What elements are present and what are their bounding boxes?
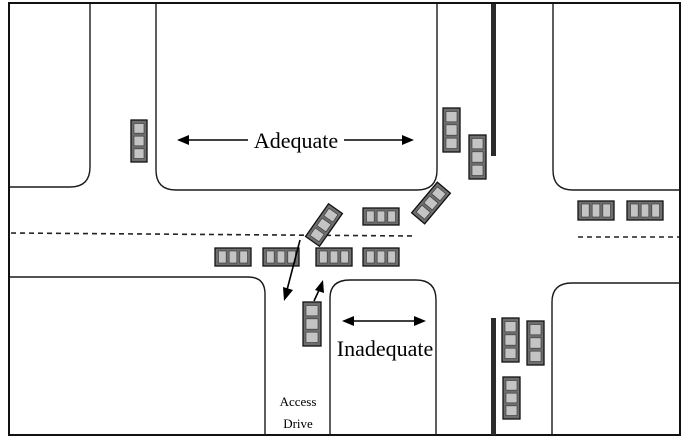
vehicle-window: [366, 210, 375, 223]
adequate-arrow-right-head: [402, 135, 414, 145]
vehicle-window: [504, 347, 517, 359]
vehicle-window: [133, 123, 145, 134]
vehicle-window: [471, 151, 484, 163]
vehicle-eastbound-2: [262, 247, 300, 267]
vehicle-window: [276, 250, 286, 264]
vehicle-window: [640, 203, 650, 218]
vehicle-turning-sw: [304, 202, 344, 248]
vehicle-window: [504, 334, 517, 346]
turn-in-arrow-head: [315, 280, 324, 293]
vehicle-turning-ne: [410, 181, 452, 225]
turn-out-arrow-head: [283, 287, 293, 301]
vehicle-south-lane-2: [526, 320, 545, 366]
adequate-dimension: Adequate: [177, 128, 414, 153]
vehicle-window: [340, 250, 349, 264]
vehicle-eastbound-1: [214, 247, 252, 267]
vehicle-window: [415, 204, 431, 220]
inadequate-label-backdrop: [337, 334, 433, 360]
vehicle-south-lane-1: [501, 317, 520, 363]
vehicle-window: [305, 305, 319, 317]
access-drive-label: Access Drive: [280, 394, 317, 431]
vehicle-window: [581, 203, 590, 218]
curb-north-center: [155, 4, 438, 191]
vehicle-eastbound-4: [362, 247, 400, 267]
vehicle-window: [305, 318, 319, 330]
vehicle-window: [266, 250, 275, 264]
diagram-frame: [8, 2, 681, 436]
curb-southeast: [551, 282, 680, 435]
vehicle-window: [471, 138, 484, 150]
vehicle-window: [329, 250, 339, 264]
vehicle-south-lane-3: [502, 376, 521, 420]
vehicle-westbound-center: [362, 207, 400, 226]
vehicle-window: [376, 210, 386, 223]
vehicle-window: [376, 250, 386, 264]
road-edges: [10, 4, 680, 435]
curb-northwest: [10, 4, 91, 188]
inadequate-label: Inadequate: [337, 336, 434, 361]
inadequate-arrow-right-head: [414, 316, 426, 326]
vehicle-window: [319, 250, 328, 264]
vehicle-window: [445, 111, 458, 123]
vehicle-eastbound-3: [315, 247, 353, 267]
vehicle-window: [387, 250, 396, 264]
vehicle-north-left: [130, 119, 148, 163]
vehicle-window: [529, 350, 542, 362]
vehicle-window: [366, 250, 375, 264]
turn-arrows: [283, 239, 324, 302]
vehicle-window: [529, 337, 542, 349]
curb-south-center: [329, 279, 437, 435]
vehicle-window: [504, 321, 517, 333]
vehicle-window: [431, 186, 447, 202]
vehicle-window: [445, 124, 458, 136]
vehicle-window: [387, 210, 396, 223]
vehicle-window: [445, 137, 458, 149]
vehicle-north-lane-1: [442, 107, 461, 153]
inadequate-arrow-left-head: [342, 316, 354, 326]
vehicle-window: [505, 392, 518, 404]
adequate-label: Adequate: [254, 128, 338, 153]
vehicle-window: [239, 250, 248, 264]
median-south: [491, 318, 496, 435]
adequate-arrow-left-head: [177, 135, 189, 145]
median-north: [491, 4, 496, 156]
access-label-line2: Drive: [283, 416, 313, 431]
vehicle-window: [133, 148, 145, 159]
vehicle-east-road-2: [626, 200, 664, 221]
center-line-west: [10, 232, 416, 237]
vehicle-window: [630, 203, 639, 218]
vehicle-window: [602, 203, 611, 218]
vehicle-window: [471, 164, 484, 176]
vehicle-window: [591, 203, 601, 218]
vehicle-east-road-1: [577, 200, 615, 221]
vehicle-window: [133, 135, 145, 147]
curb-northeast: [552, 4, 680, 191]
vehicle-window: [305, 331, 319, 343]
vehicle-window: [423, 195, 439, 211]
vehicles: [130, 107, 664, 420]
vehicle-north-lane-2: [468, 134, 487, 180]
vehicle-window: [505, 380, 518, 391]
turn-out-arrow-shaft: [286, 239, 301, 291]
inadequate-dimension: Inadequate: [337, 316, 434, 361]
vehicle-window: [309, 227, 325, 243]
vehicle-window: [316, 217, 332, 233]
vehicle-window: [651, 203, 660, 218]
vehicle-access-drive: [302, 301, 322, 347]
vehicle-window: [323, 207, 339, 223]
vehicle-window: [228, 250, 238, 264]
vehicle-window: [505, 405, 518, 416]
curb-southwest: [10, 276, 266, 435]
access-label-line1: Access: [280, 394, 317, 409]
vehicle-window: [529, 324, 542, 336]
vehicle-window: [218, 250, 227, 264]
